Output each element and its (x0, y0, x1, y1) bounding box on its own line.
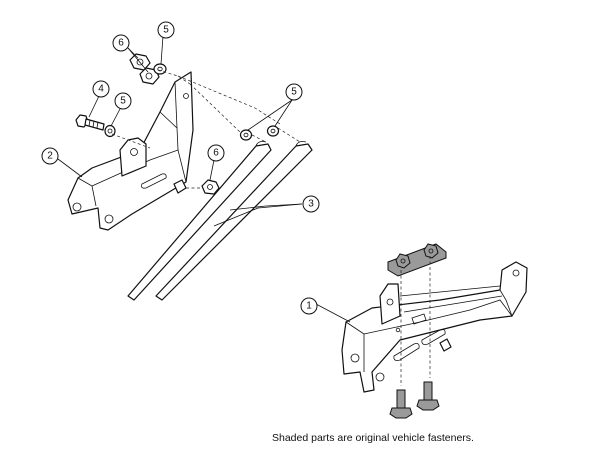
callout-6-middle: 6 (207, 144, 225, 162)
callout-2: 2 (41, 147, 59, 165)
svg-text:1: 1 (306, 301, 312, 312)
bolt-part-4 (75, 114, 116, 138)
bracket-part-2 (67, 71, 194, 231)
alignment-lines (111, 69, 301, 189)
hardware-upper (129, 53, 167, 85)
callout-3: 3 (302, 195, 320, 213)
svg-text:6: 6 (213, 148, 219, 159)
svg-text:4: 4 (98, 84, 104, 95)
svg-text:5: 5 (120, 96, 126, 107)
callout-5-top: 5 (157, 21, 175, 39)
svg-text:2: 2 (47, 151, 53, 162)
svg-text:5: 5 (163, 25, 169, 36)
rods-part-3 (127, 141, 313, 301)
leader-lines (57, 35, 503, 323)
vehicle-fastener-plate-shaded (387, 243, 447, 277)
callout-5-left: 5 (114, 92, 132, 110)
callout-5-right: 5 (285, 83, 303, 101)
bracket-part-1 (341, 261, 528, 393)
callout-6-top: 6 (112, 34, 130, 52)
vehicle-fastener-bolts-shaded (389, 381, 440, 419)
alignment-lines-lower (400, 256, 431, 386)
callout-1: 1 (300, 297, 318, 315)
svg-text:6: 6 (118, 38, 124, 49)
callout-4: 4 (92, 80, 110, 98)
svg-text:3: 3 (308, 199, 314, 210)
footnote-text: Shaded parts are original vehicle fasten… (272, 432, 474, 444)
washers-part-5-right (239, 125, 280, 141)
svg-text:5: 5 (291, 87, 297, 98)
nut-part-6-middle (201, 179, 220, 195)
